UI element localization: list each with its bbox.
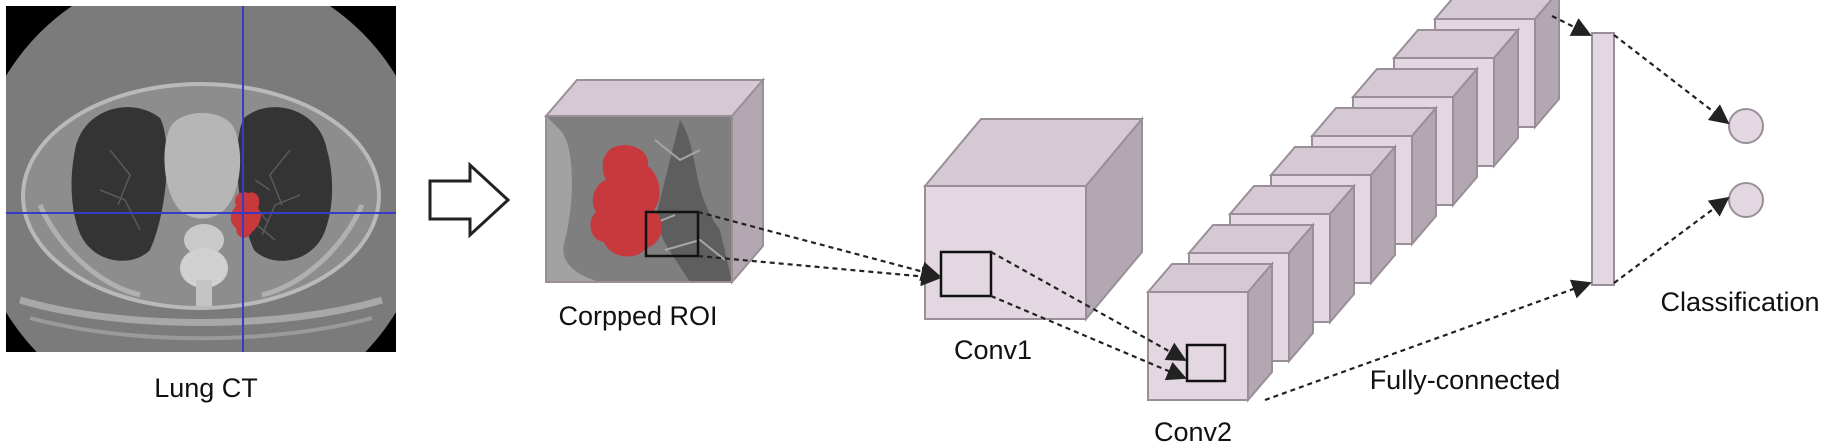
conv2-feature-map-1 [1145,261,1275,403]
output-node-2 [1728,182,1764,218]
classification-label: Classification [1660,287,1819,317]
arrow-conv1-to-conv2-top [990,251,1187,361]
conv2-stack [1145,0,1560,403]
conv1-patch-box [939,250,993,298]
roi-image [546,116,732,282]
connector-arrows [697,15,1730,402]
conv2-patch-box [1185,343,1227,383]
arrow-roi-to-conv1-top [697,210,941,281]
arrow-roi-to-conv1-bottom [697,254,941,287]
fully-connected-bar [1591,32,1615,286]
arrow-stack-to-fc [1551,15,1592,36]
conv1-cube [922,116,1145,322]
lung-ct-image [6,6,396,352]
output-node-1 [1728,108,1764,144]
conv2-label: Conv2 [1154,417,1232,447]
arrow-conv2-to-fc [1264,279,1592,402]
arrow-fc-to-node1 [1613,34,1730,125]
arrow-fc-to-node2 [1613,196,1730,284]
cropped-roi-cube [543,77,766,285]
conv1-label: Conv1 [954,335,1032,365]
lung-ct-label: Lung CT [154,373,258,403]
arrow-conv1-to-conv2-bottom [990,294,1187,381]
roi-patch-box [644,210,700,258]
cropped-roi-label: Corpped ROI [558,301,717,331]
right-arrow-icon [428,161,511,239]
fully-connected-label: Fully-connected [1370,365,1561,395]
